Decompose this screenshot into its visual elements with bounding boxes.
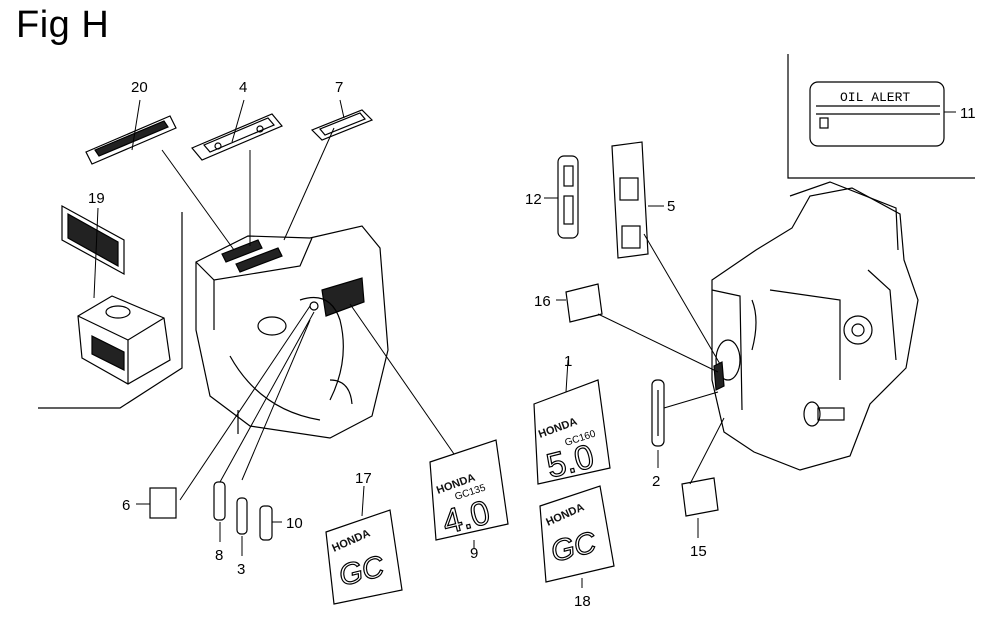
callout-19: 19 (88, 190, 105, 207)
callout-17: 17 (355, 470, 372, 487)
callout-1: 1 (564, 353, 572, 370)
decal-18-shape (539, 485, 615, 583)
oil-alert-decal (809, 81, 945, 147)
callout-3: 3 (237, 561, 245, 578)
decal-4 (191, 113, 283, 161)
fuel-tank-drawing (77, 295, 171, 385)
engine-right-drawing (711, 181, 919, 471)
callout-6: 6 (122, 497, 130, 514)
decal-12 (557, 155, 579, 239)
decal-5 (611, 141, 649, 259)
callout-20: 20 (131, 79, 148, 96)
callout-9: 9 (470, 545, 478, 562)
leader-lines (93, 99, 956, 588)
callout-7: 7 (335, 79, 343, 96)
callout-15: 15 (690, 543, 707, 560)
decal-19 (61, 204, 125, 276)
callout-18: 18 (574, 593, 591, 610)
figure-title: Fig H (16, 4, 110, 46)
decal-1-shape (533, 379, 611, 485)
callout-4: 4 (239, 79, 247, 96)
left-divider-line (38, 212, 183, 409)
decal-7 (310, 109, 374, 141)
callout-5: 5 (667, 198, 675, 215)
callout-16: 16 (534, 293, 551, 310)
decal-20 (85, 115, 177, 165)
oil-alert-text: OIL ALERT (840, 90, 910, 105)
callout-8: 8 (215, 547, 223, 564)
decal-2 (651, 379, 665, 447)
decal-9-shape (429, 439, 509, 541)
callout-12: 12 (525, 191, 542, 208)
callout-11: 11 (960, 105, 976, 122)
decal-10 (259, 505, 273, 541)
oil-alert-box-border (787, 54, 975, 179)
callouts: 20 4 7 19 11 12 5 16 1 2 15 17 9 18 6 8 … (88, 79, 976, 610)
callout-2: 2 (652, 473, 660, 490)
decal-3 (236, 497, 248, 535)
decal-8 (213, 481, 226, 521)
decal-16 (565, 283, 603, 323)
callout-10: 10 (286, 515, 303, 532)
decal-6 (149, 487, 177, 519)
decal-15 (681, 477, 719, 517)
decal-17-shape (325, 509, 403, 605)
